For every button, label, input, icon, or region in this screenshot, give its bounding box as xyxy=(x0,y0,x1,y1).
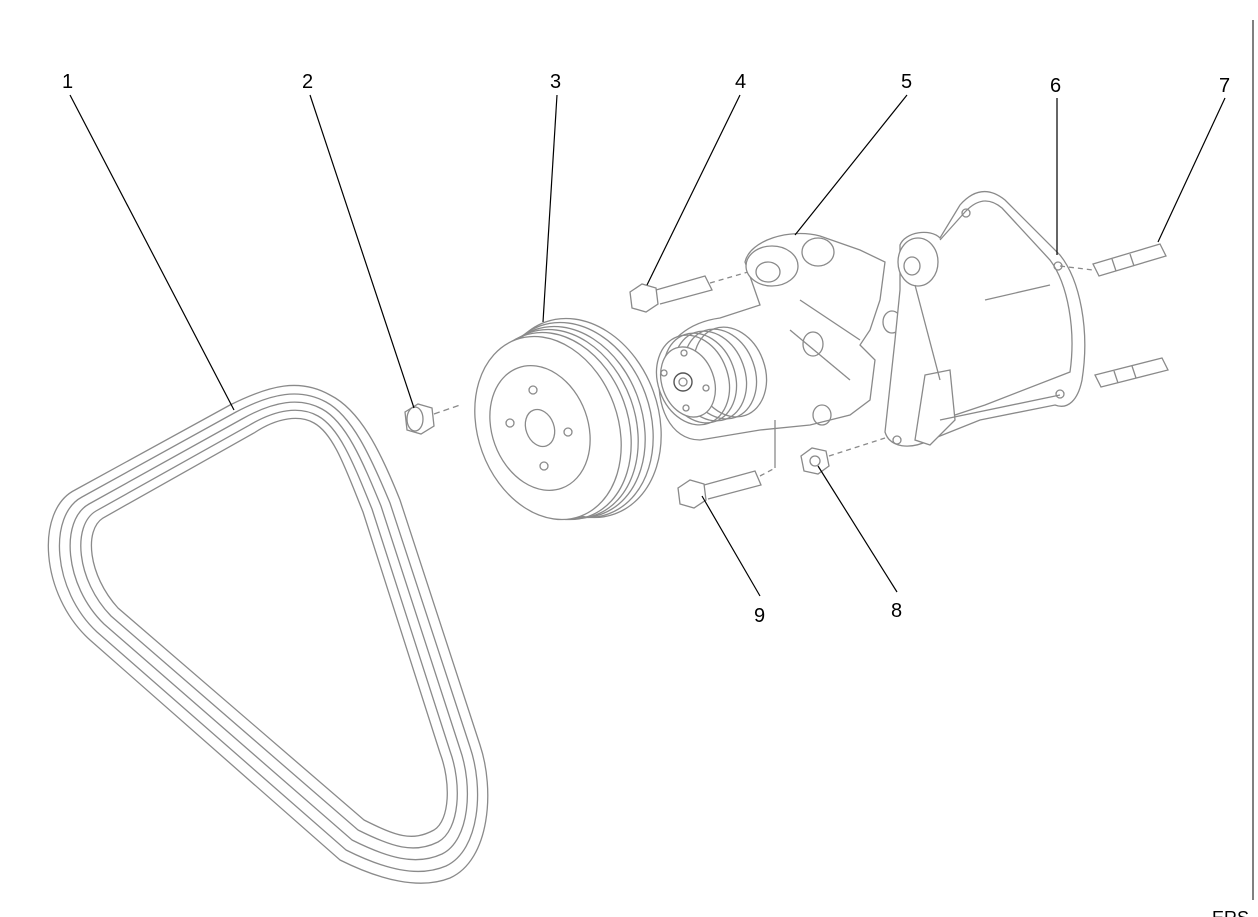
leader-line-2 xyxy=(309,94,415,409)
leader-line-5 xyxy=(794,94,908,236)
callout-5: 5 xyxy=(901,71,912,93)
callout-8: 8 xyxy=(891,600,902,622)
leader-line-1 xyxy=(69,94,235,411)
water-pump xyxy=(655,232,902,441)
nut xyxy=(800,437,886,475)
drive-belt xyxy=(47,384,489,884)
bolt xyxy=(677,420,776,509)
pulley-bolt xyxy=(404,403,461,435)
corner-code: ERS xyxy=(1212,908,1249,917)
callout-1: 1 xyxy=(62,71,73,93)
stud xyxy=(1059,243,1169,388)
pump-bolt xyxy=(629,271,749,313)
callout-6: 6 xyxy=(1050,75,1061,97)
callout-labels: 1 2 3 4 5 6 7 8 9 xyxy=(62,71,1230,627)
callout-3: 3 xyxy=(550,71,561,93)
leader-line-4 xyxy=(646,94,741,286)
gasket xyxy=(884,190,1086,447)
leader-line-9 xyxy=(701,495,761,597)
leader-lines xyxy=(69,94,1226,597)
leader-line-3 xyxy=(542,94,558,323)
pulley xyxy=(474,317,662,521)
callout-9: 9 xyxy=(754,605,765,627)
leader-line-8 xyxy=(817,465,898,593)
callout-2: 2 xyxy=(302,71,313,93)
leader-line-7 xyxy=(1157,97,1226,243)
callout-7: 7 xyxy=(1219,75,1230,97)
callout-4: 4 xyxy=(735,71,746,93)
